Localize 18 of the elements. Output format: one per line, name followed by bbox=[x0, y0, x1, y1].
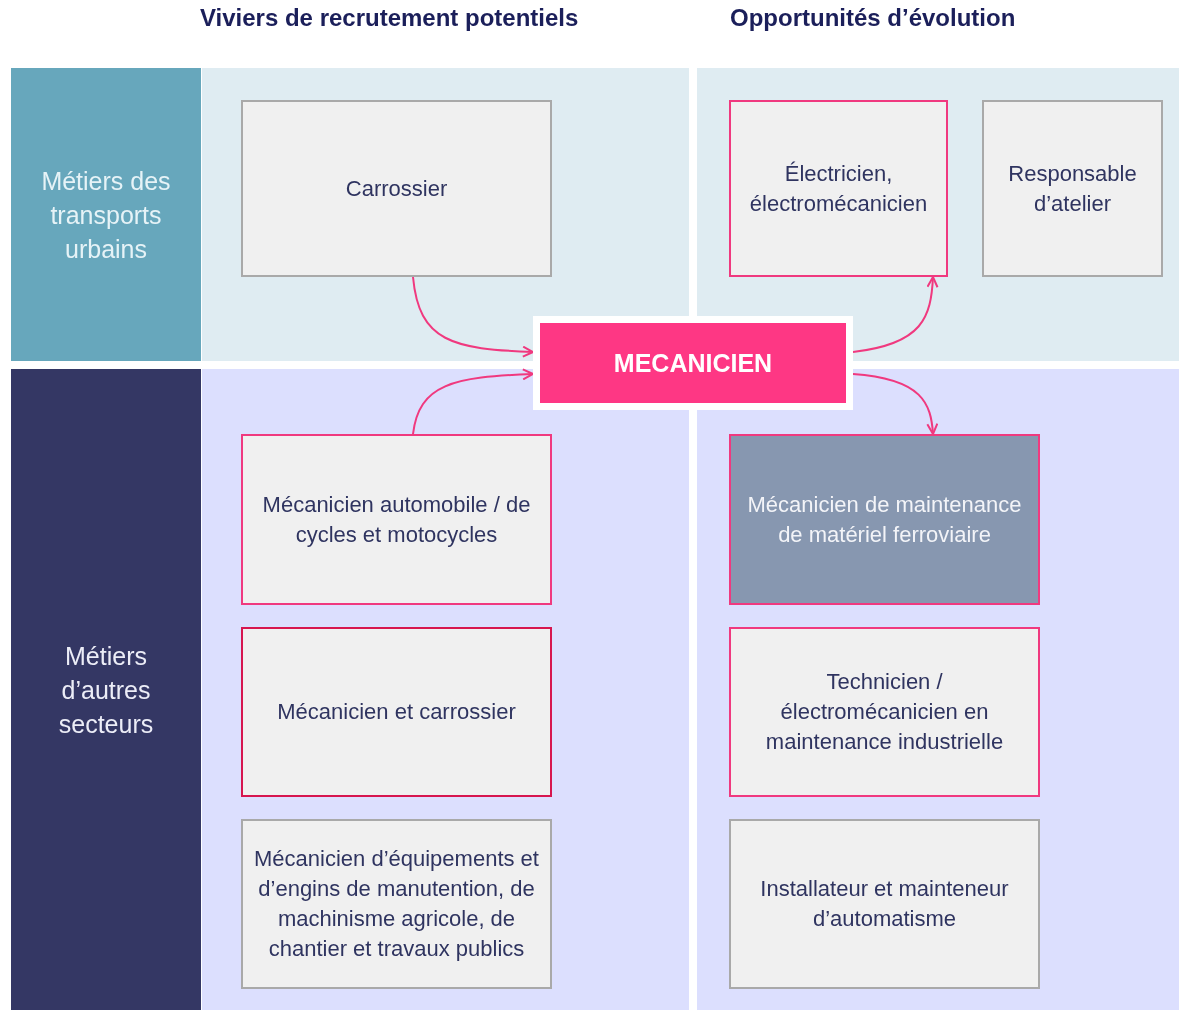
row-heading: Métiers des transports urbains bbox=[11, 68, 201, 361]
job-box: Responsable d’atelier bbox=[982, 100, 1163, 277]
curved-arrow bbox=[412, 276, 534, 358]
curved-arrow bbox=[852, 373, 939, 435]
job-box: Électricien, électromécanicien bbox=[729, 100, 948, 277]
job-box: Mécanicien de maintenance de matériel ferroviaire bbox=[729, 434, 1040, 605]
job-box: Mécanicien automobile / de cycles et motocycles bbox=[241, 434, 552, 605]
job-box: Mécanicien et carrossier bbox=[241, 627, 552, 797]
job-box: Mécanicien d’équipements et d’engins de manutention, de machinisme agricole, de chantier et travaux publics bbox=[241, 819, 552, 989]
job-box: Technicien / électromécanicien en maintenance industrielle bbox=[729, 627, 1040, 797]
job-box: Installateur et mainteneur d’automatisme bbox=[729, 819, 1040, 989]
column-heading: Opportunités d’évolution bbox=[730, 4, 1016, 32]
column-heading: Viviers de recrutement potentiels bbox=[200, 4, 579, 32]
curved-arrow bbox=[852, 276, 939, 353]
central-job-box: MECANICIEN bbox=[533, 316, 853, 410]
row-heading: Métiers d’autres secteurs bbox=[11, 369, 201, 1010]
curved-arrow bbox=[412, 368, 534, 435]
job-box: Carrossier bbox=[241, 100, 552, 277]
